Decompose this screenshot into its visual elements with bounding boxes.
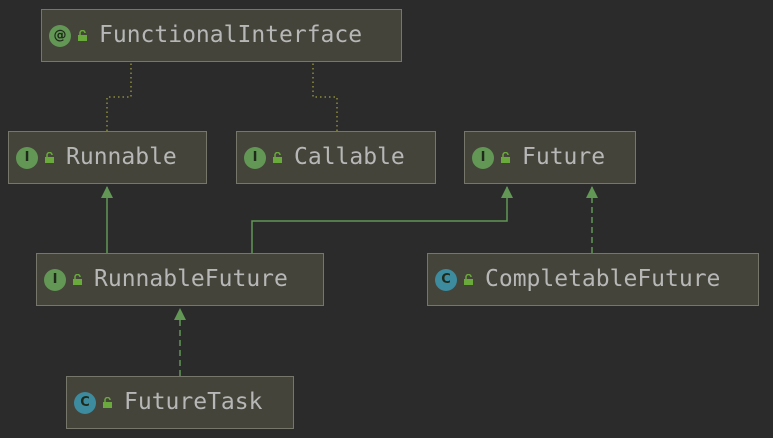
lock-icon	[45, 152, 54, 163]
node-runnable[interactable]: I Runnable	[8, 131, 207, 184]
lock-icon	[78, 30, 87, 41]
node-label: RunnableFuture	[94, 266, 288, 292]
node-future-task[interactable]: C FutureTask	[66, 376, 294, 429]
node-future[interactable]: I Future	[464, 131, 636, 184]
interface-icon: I	[44, 268, 66, 291]
interface-icon: I	[16, 146, 38, 169]
node-completable-future[interactable]: C CompletableFuture	[427, 253, 759, 306]
node-runnable-future[interactable]: I RunnableFuture	[36, 253, 324, 306]
lock-icon	[273, 152, 282, 163]
lock-icon	[464, 274, 473, 285]
annotation-icon: @	[49, 24, 71, 47]
edge-runnablefuture-future	[251, 186, 513, 253]
node-label: FutureTask	[124, 389, 263, 415]
node-callable[interactable]: I Callable	[236, 131, 436, 184]
class-icon: C	[74, 391, 96, 414]
lock-icon	[73, 274, 82, 285]
node-functional-interface[interactable]: @ FunctionalInterface	[41, 9, 402, 62]
edge-runnable-functionalinterface	[106, 62, 132, 131]
node-label: Runnable	[66, 144, 177, 170]
node-label: Future	[522, 144, 606, 170]
class-icon: C	[435, 268, 457, 291]
lock-icon	[501, 152, 510, 163]
node-label: CompletableFuture	[485, 266, 721, 292]
lock-icon	[103, 397, 112, 408]
node-label: FunctionalInterface	[99, 22, 363, 48]
interface-icon: I	[472, 146, 494, 169]
interface-icon: I	[244, 146, 266, 169]
node-label: Callable	[294, 144, 405, 170]
edge-callable-functionalinterface	[312, 62, 338, 131]
